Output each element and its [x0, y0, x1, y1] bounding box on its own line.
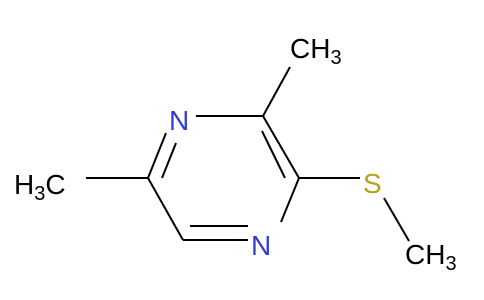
bond-c2-c3-inner	[261, 130, 286, 179]
atom-labels: N N S CH3 CH3 H3C	[14, 33, 457, 275]
ch3-top-sub: 3	[330, 47, 341, 69]
h3c-c: C	[45, 169, 65, 200]
bond-c3-n4	[280, 177, 300, 223]
bond-c2-c3-outer	[262, 115, 300, 179]
ch3-top-main: CH	[290, 33, 330, 64]
substituent-bonds	[86, 66, 410, 242]
ch3-s-sub: 3	[445, 253, 456, 275]
bond-c6-c5	[147, 177, 184, 241]
atom-n4: N	[251, 230, 271, 261]
h3c-sub: 3	[34, 183, 45, 205]
atom-ch3-top: CH3	[290, 33, 342, 69]
atom-ch3-s: CH3	[405, 239, 457, 275]
bond-s-ch3	[383, 197, 410, 242]
bond-c5-n1	[147, 132, 167, 179]
atom-h3c-left: H3C	[14, 169, 66, 205]
pyrazine-ring	[147, 115, 300, 241]
atom-s: S	[363, 168, 382, 199]
ch3-s-main: CH	[405, 239, 445, 270]
bond-c5-n1-inner	[161, 142, 177, 179]
bond-c2-ch3-top	[262, 66, 291, 117]
h3c-h: H	[14, 169, 34, 200]
atom-n1: N	[169, 105, 189, 136]
